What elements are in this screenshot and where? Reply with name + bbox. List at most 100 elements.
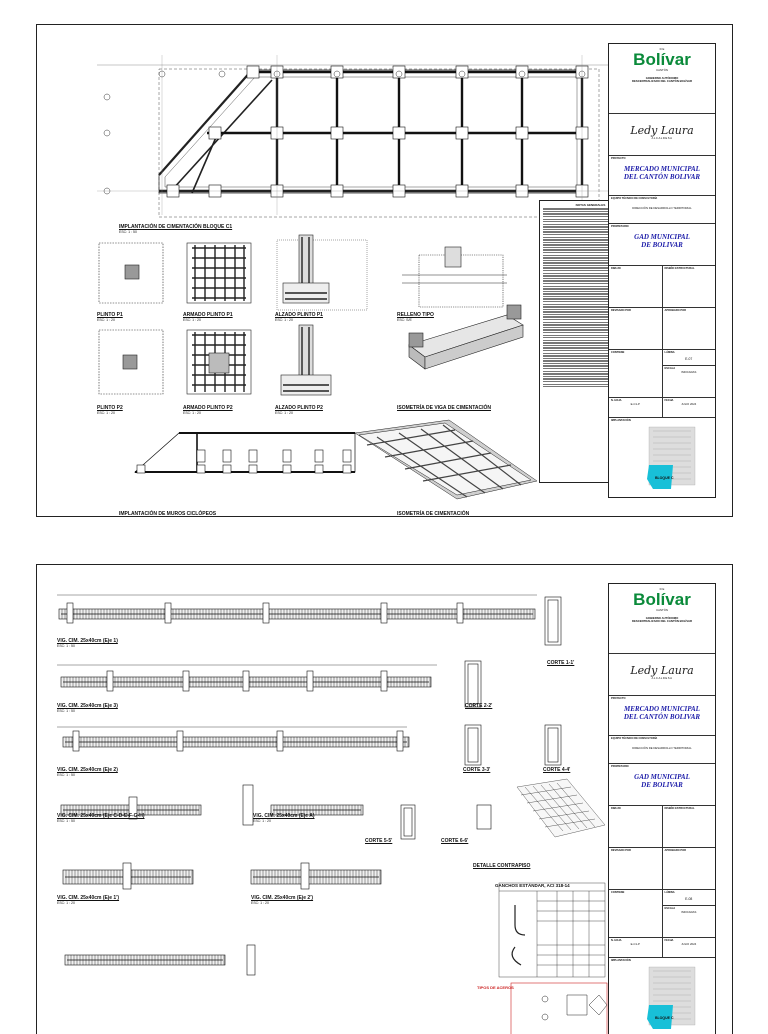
scale-label-2: ESCALA: [662, 905, 715, 911]
logo-sub-2: CANTÓN: [656, 608, 668, 613]
gov-line-2-2: DESCENTRALIZADO DEL CANTÓN BOLÍVAR: [631, 619, 693, 624]
logo-prefix: D E: [659, 47, 665, 51]
corte-2-title: CORTE 2-2': [465, 703, 493, 709]
drawn-design-area: DIBUJO DISEÑO ESTRUCTURAL: [609, 266, 715, 308]
location-label: IMPLANTACIÓN: [611, 419, 631, 422]
site-location-map: [647, 426, 696, 489]
beam-eje-3-title: VIG. CIM. 25x40cm (Eje 3): [57, 703, 118, 709]
plan-scale: ESC: 1 : 50: [119, 230, 137, 234]
isometria-cimentacion-title: ISOMETRÍA DE CIMENTACIÓN: [397, 511, 470, 517]
scale-value-2: INDICADAS: [681, 910, 697, 915]
signature-area: Ledy Laura ALCALDESA: [609, 114, 715, 156]
aceros-title: TIPOS DE ACEROS: [477, 985, 514, 990]
title-block-1: D E Bolívar CANTÓN GOBIERNO AUTÓNOMO DES…: [608, 43, 716, 498]
owner-label-2: PROPIETARIO: [611, 765, 629, 768]
foundation-beams-drawing: [57, 594, 608, 1034]
date-label-2: FECHA: [664, 939, 674, 942]
site-location-map-2: [647, 966, 696, 1029]
beam-eje-2p-scale: ESC: 1 : 20: [251, 901, 269, 905]
corte-1-title: CORTE 1-1': [547, 660, 575, 666]
unit-label: EQUIPO TÉCNICO DE CONSULTORÍA: [611, 197, 658, 200]
mayor-signature-2: Ledy Laura: [630, 664, 694, 677]
owner-area: PROPIETARIO GAD MUNICIPAL DE BOLIVAR: [609, 224, 715, 266]
logo-prefix-2: D E: [659, 587, 665, 591]
owner-line-2: DE BOLIVAR: [641, 241, 683, 249]
project-line-1: MERCADO MUNICIPAL: [624, 165, 700, 173]
beam-eje-3-scale: ESC: 1 : 50: [57, 709, 75, 713]
notes-title: NOTAS GENERALES: [575, 203, 606, 207]
reviewed-label: REVISADO POR: [611, 309, 631, 312]
content-area-2: CONTIENE LÁMINA E-08 ESCALA INDICADAS: [609, 890, 715, 938]
armado-p2-scale: ESC: 1 : 20: [183, 411, 201, 415]
beam-eje-2-title: VIG. CIM. 25x40cm (Eje 2): [57, 767, 118, 773]
corte-6-title: CORTE 6-6': [441, 838, 469, 844]
municipality-logo: Bolívar: [633, 50, 691, 70]
corte-5-title: CORTE 5-5': [365, 838, 393, 844]
sheet-number-2: E-08: [685, 897, 693, 901]
beam-eje-a-scale: ESC: 1 : 20: [253, 819, 271, 823]
code-date-area-2: N. HOJA E-C1-P FECHA JULIO 2024: [609, 938, 715, 958]
project-line-2-2: DEL CANTÓN BOLIVAR: [623, 713, 701, 721]
beam-eje-c-title: VIG. CIM. 25x40cm (Eje C-D-E-F-G-H): [57, 813, 145, 819]
unit-label-2: EQUIPO TÉCNICO DE CONSULTORÍA: [611, 737, 658, 740]
location-label-2: IMPLANTACIÓN: [611, 959, 631, 962]
content-label: CONTIENE: [611, 351, 625, 354]
owner-area-2: PROPIETARIO GAD MUNICIPAL DE BOLIVAR: [609, 764, 715, 806]
unit-name-2: DIRECCIÓN DE DESARROLLO TERRITORIAL: [632, 746, 692, 750]
project-line-2: DEL CANTÓN BOLIVAR: [623, 173, 701, 181]
location-area: IMPLANTACIÓN BLOQUE C: [609, 418, 715, 497]
armado-p1-title: ARMADO PLINTO P1: [183, 312, 233, 318]
unit-name: DIRECCIÓN DE DESARROLLO TERRITORIAL: [632, 206, 692, 210]
review-area: REVISADO POR APROBADO POR: [609, 308, 715, 350]
unit-area: EQUIPO TÉCNICO DE CONSULTORÍA DIRECCIÓN …: [609, 196, 715, 224]
drawing-sheet-2: VIG. CIM. 25x40cm (Eje 1) ESC: 1 : 50 CO…: [36, 564, 733, 1034]
plinto-p2-scale: ESC: 1 : 20: [97, 411, 115, 415]
block-label-2: BLOQUE C: [655, 1016, 674, 1020]
armado-p2-title: ARMADO PLINTO P2: [183, 405, 233, 411]
mayor-signature: Ledy Laura: [630, 124, 694, 137]
alzado-p1-title: ALZADO PLINTO P1: [275, 312, 323, 318]
project-line-1-2: MERCADO MUNICIPAL: [624, 705, 700, 713]
owner-line-2-2: DE BOLIVAR: [641, 781, 683, 789]
date-value-2: JULIO 2024: [681, 942, 697, 946]
muros-title: IMPLANTACIÓN DE MUROS CICLÓPEOS: [119, 511, 217, 517]
logo-area-2: D E Bolívar CANTÓN GOBIERNO AUTÓNOMO DES…: [609, 584, 715, 654]
design-label-2: DISEÑO ESTRUCTURAL: [664, 807, 695, 810]
code-date-area: N. HOJA E-C1-P FECHA JULIO 2024: [609, 398, 715, 418]
alzado-p2-title: ALZADO PLINTO P2: [275, 405, 323, 411]
approved-label: APROBADO POR: [664, 309, 686, 312]
logo-area: D E Bolívar CANTÓN GOBIERNO AUTÓNOMO DES…: [609, 44, 715, 114]
reviewed-label-2: REVISADO POR: [611, 849, 631, 852]
ganchos-title: GANCHOS ESTÁNDAR, ACI 318-14: [495, 883, 570, 888]
sheet-label-2: LÁMINA: [664, 891, 675, 894]
scale-label: ESCALA: [662, 365, 715, 371]
code-value: E-C1-P: [630, 402, 640, 406]
beam-eje-1-scale: ESC: 1 : 50: [57, 644, 75, 648]
owner-label: PROPIETARIO: [611, 225, 629, 228]
content-label-2: CONTIENE: [611, 891, 625, 894]
design-label: DISEÑO ESTRUCTURAL: [664, 267, 695, 270]
date-label: FECHA: [664, 399, 674, 402]
foundation-drawing-1: [97, 55, 637, 500]
plan-title: IMPLANTACIÓN DE CIMENTACIÓN BLOQUE C1: [119, 224, 233, 230]
mayor-role-2: ALCALDESA: [651, 676, 673, 680]
owner-line-1: GAD MUNICIPAL: [634, 233, 690, 241]
code-label-2: N. HOJA: [611, 939, 622, 942]
corte-3-title: CORTE 3-3': [463, 767, 491, 773]
drawn-label: DIBUJO: [611, 267, 621, 270]
alzado-p2-scale: ESC: 1 : 20: [275, 411, 293, 415]
armado-p1-scale: ESC: 1 : 20: [183, 318, 201, 322]
gov-line-2: DESCENTRALIZADO DEL CANTÓN BOLÍVAR: [631, 79, 693, 84]
drawn-label-2: DIBUJO: [611, 807, 621, 810]
location-area-2: IMPLANTACIÓN BLOQUE C: [609, 958, 715, 1034]
gov-line-1-2: GOBIERNO AUTÓNOMO: [645, 615, 679, 620]
code-value-2: E-C1-P: [630, 942, 640, 946]
review-area-2: REVISADO POR APROBADO POR: [609, 848, 715, 890]
beam-eje-1-title: VIG. CIM. 25x40cm (Eje 1): [57, 638, 118, 644]
block-label: BLOQUE C: [655, 476, 674, 480]
signature-area-2: Ledy Laura ALCALDESA: [609, 654, 715, 696]
owner-line-1-2: GAD MUNICIPAL: [634, 773, 690, 781]
code-label: N. HOJA: [611, 399, 622, 402]
scale-value: INDICADAS: [681, 370, 697, 375]
drawn-design-area-2: DIBUJO DISEÑO ESTRUCTURAL: [609, 806, 715, 848]
